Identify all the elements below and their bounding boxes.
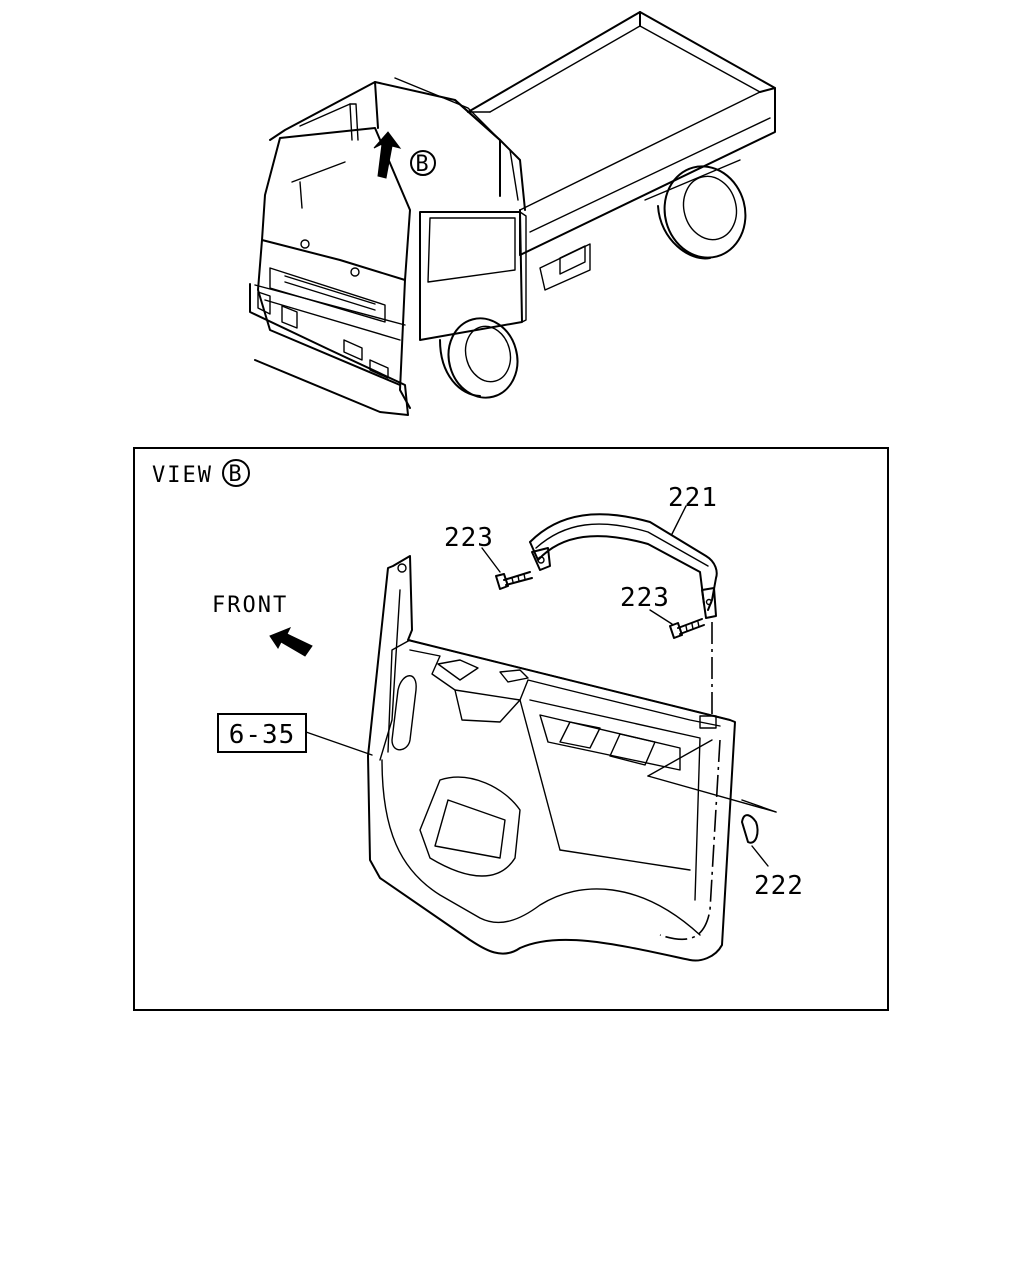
view-title-marker-circle <box>222 459 250 487</box>
callout-221-leader <box>671 505 687 535</box>
reference-box <box>217 713 307 753</box>
callout-221: 221 <box>668 483 718 513</box>
callout-222: 222 <box>754 871 804 901</box>
detail-view-frame <box>133 447 889 1011</box>
overview-view-marker: B <box>415 152 430 177</box>
callout-223-upper: 223 <box>444 523 494 553</box>
callout-223-lower-leader <box>649 609 673 625</box>
cap-222 <box>741 814 759 844</box>
door-trim-panel <box>367 555 777 962</box>
screw-223-upper <box>495 571 533 590</box>
callout-222-leader <box>751 845 769 867</box>
view-b-arrow-icon <box>373 131 402 179</box>
reference-leader-line <box>305 731 373 756</box>
truck-overview-illustration: B <box>249 11 776 416</box>
front-arrow-icon <box>269 627 313 657</box>
grab-handle-221 <box>529 513 718 619</box>
front-label: FRONT <box>212 593 288 618</box>
callout-223-lower: 223 <box>620 583 670 613</box>
view-title-marker: B <box>228 462 243 487</box>
view-title: VIEW <box>152 463 213 488</box>
callout-223-upper-leader <box>481 547 501 573</box>
reference-box-label: 6-35 <box>229 720 296 750</box>
view-b-marker-circle <box>410 150 436 176</box>
screw-223-lower <box>669 618 705 639</box>
